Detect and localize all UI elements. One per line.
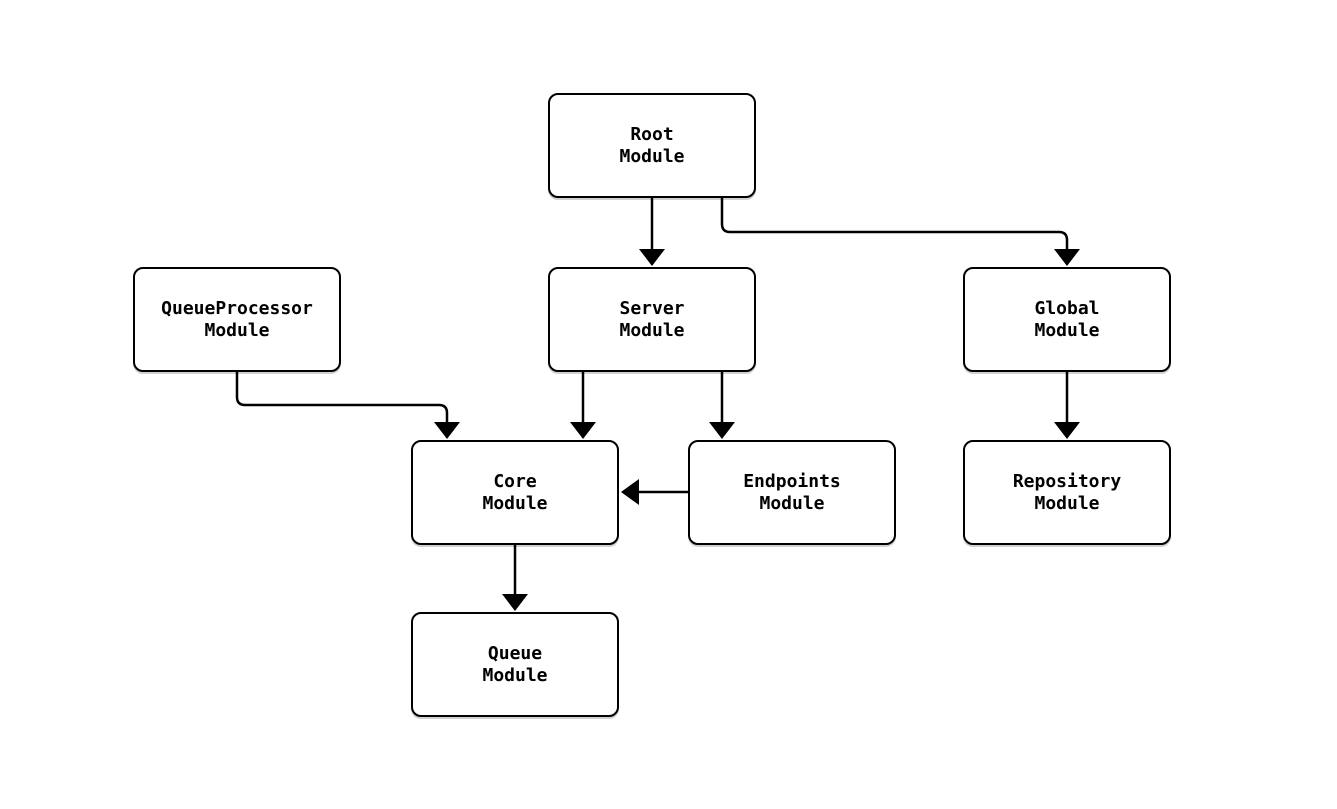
edge-server-to-core — [570, 372, 596, 439]
arrowhead-icon — [570, 422, 596, 439]
arrowhead-icon — [1054, 249, 1080, 266]
edge-root-to-server — [639, 198, 665, 266]
edge-queueprocessor-to-core — [235, 372, 460, 439]
node-label-line1: Queue — [487, 642, 543, 664]
arrowhead-icon — [709, 422, 735, 439]
arrowhead-icon — [1054, 422, 1080, 439]
arrowhead-icon — [639, 249, 665, 266]
node-label-line2: Module — [204, 319, 270, 341]
node-label-line1: Repository — [1012, 470, 1122, 492]
node-endpoints-module: Endpoints Module — [688, 440, 896, 545]
node-repository-module: Repository Module — [963, 440, 1171, 545]
node-label-line1: QueueProcessor — [161, 297, 313, 319]
node-label-line2: Module — [1034, 319, 1100, 341]
node-global-module: Global Module — [963, 267, 1171, 372]
node-label-line1: Root — [630, 123, 674, 145]
arrowhead-icon — [621, 479, 639, 505]
node-label-line2: Module — [1034, 492, 1100, 514]
node-label-line1: Endpoints — [743, 470, 841, 492]
arrowhead-icon — [434, 422, 460, 439]
edge-root-to-global — [720, 198, 1080, 266]
node-label-line2: Module — [619, 319, 685, 341]
node-label-line1: Server — [619, 297, 685, 319]
node-label-line2: Module — [482, 492, 548, 514]
edge-line — [720, 198, 1069, 250]
edge-line — [235, 372, 449, 423]
node-root-module: Root Module — [548, 93, 756, 198]
node-label-line1: Global — [1034, 297, 1100, 319]
node-label-line2: Module — [759, 492, 825, 514]
node-queue-module: Queue Module — [411, 612, 619, 717]
node-label-line1: Core — [493, 470, 537, 492]
node-queueprocessor-module: QueueProcessor Module — [133, 267, 341, 372]
arrowhead-icon — [502, 594, 528, 611]
node-core-module: Core Module — [411, 440, 619, 545]
edge-endpoints-to-core — [621, 479, 688, 505]
edge-core-to-queue — [502, 545, 528, 611]
edge-server-to-endpoints — [709, 372, 735, 439]
node-label-line2: Module — [619, 145, 685, 167]
node-server-module: Server Module — [548, 267, 756, 372]
edge-global-to-repository — [1054, 372, 1080, 439]
node-label-line2: Module — [482, 664, 548, 686]
